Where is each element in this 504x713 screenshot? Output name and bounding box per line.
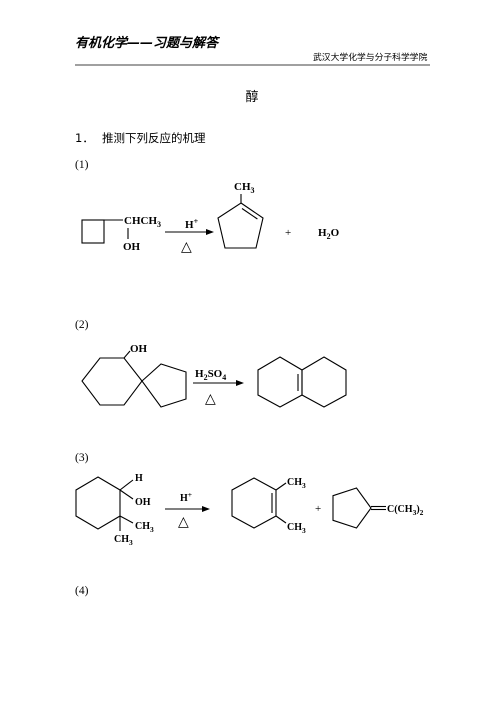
reagent-label: H+ — [180, 490, 192, 504]
hydroxyl-bond — [123, 350, 131, 359]
reaction-4-label: (4) — [75, 585, 89, 597]
cyclohexane-ring — [81, 357, 143, 406]
water-label: H2O — [318, 227, 340, 241]
side-chain-main: CHCH — [124, 215, 157, 227]
plus-sign: + — [315, 503, 321, 515]
page-title: 醇 — [245, 89, 258, 105]
water-h: H — [318, 227, 327, 239]
group-paren: ) — [416, 504, 419, 515]
hydroxyl-label: OH — [135, 497, 151, 508]
reagent-subscript-4: 4 — [222, 373, 226, 382]
cyclohexene-ring — [231, 477, 277, 529]
hydroxyl-label: OH — [130, 343, 148, 355]
heat-icon: △ — [181, 239, 192, 255]
methyl-main: CH — [234, 181, 251, 193]
hydrogen-label: H — [135, 473, 143, 484]
reaction-1-reactant: CHCH3 OH — [81, 215, 161, 253]
methyl-b-main: CH — [287, 522, 302, 533]
reaction-2-label: (2) — [75, 319, 89, 331]
side-chain-label: CHCH3 — [124, 215, 161, 229]
methyl-a-main: CH — [135, 521, 150, 532]
methyl-bond-a — [275, 482, 287, 491]
methyl-b-subscript: 3 — [129, 538, 133, 547]
reaction-1: (1) CHCH3 OH H+ △ CH3 + H2O — [75, 159, 340, 255]
institution-name: 武汉大学化学与分子科学学院 — [313, 51, 428, 63]
reaction-3-label: (3) — [75, 452, 89, 464]
methyl-b-main: CH — [114, 534, 129, 545]
reaction-arrow-head — [236, 380, 244, 386]
methyl-label-a: CH3 — [287, 477, 306, 490]
reagent-h: H — [195, 368, 204, 380]
methyl-a-subscript: 3 — [150, 525, 154, 534]
cyclohexane-ring — [75, 476, 121, 530]
reaction-3-reactant: H OH CH3 CH3 — [75, 473, 154, 547]
heat-icon: △ — [178, 514, 189, 530]
hydrogen-bond — [119, 479, 134, 491]
book-title: 有机化学——习题与解答 — [75, 35, 220, 51]
reagent-superscript: + — [194, 217, 199, 226]
reaction-2-reactant: OH — [81, 343, 187, 408]
isopropylidene-label: C(CH3)2 — [387, 504, 424, 517]
reaction-3-product-2: C(CH3)2 — [332, 487, 424, 529]
reaction-3-arrow: H+ △ — [165, 490, 210, 530]
page-header: 有机化学——习题与解答 武汉大学化学与分子科学学院 — [75, 35, 430, 66]
methyl-label-a: CH3 — [135, 521, 154, 534]
reagent-label: H+ — [185, 217, 199, 231]
methyl-bond-a — [119, 515, 134, 524]
reaction-arrow-head — [206, 229, 214, 235]
reaction-3: (3) H OH CH3 CH3 H+ △ CH3 CH3 + — [75, 452, 424, 547]
reagent-subscript-2: 2 — [204, 373, 208, 382]
reaction-2: (2) OH H2SO4 △ — [75, 319, 347, 408]
group-subscript-3: 3 — [413, 508, 417, 517]
cyclobutane-ring — [81, 219, 105, 244]
methyl-label-b: CH3 — [114, 534, 133, 547]
reaction-3-product-1: CH3 CH3 — [231, 477, 306, 535]
water-subscript: 2 — [327, 232, 331, 241]
methyl-bond-b — [275, 515, 287, 524]
plus-sign: + — [285, 227, 291, 239]
reagent-so: SO — [208, 368, 223, 380]
ring-double-bond — [241, 208, 258, 220]
reagent-main: H — [185, 219, 194, 231]
methyl-b-subscript: 3 — [302, 526, 306, 535]
cyclopentene-ring — [217, 202, 264, 249]
side-chain-subscript: 3 — [157, 220, 161, 229]
methyl-label: CH3 — [234, 181, 255, 195]
question-text: 推测下列反应的机理 — [102, 131, 206, 145]
right-hexane-ring — [301, 356, 347, 408]
methyl-a-subscript: 3 — [302, 481, 306, 490]
hydroxyl-label: OH — [123, 241, 141, 253]
reaction-1-product: CH3 — [217, 181, 264, 249]
methyl-a-main: CH — [287, 477, 302, 488]
cyclopentane-ring — [141, 363, 187, 408]
reagent-superscript: + — [188, 490, 192, 499]
question-number: 1． — [75, 131, 94, 145]
reagent-main: H — [180, 493, 188, 504]
heat-icon: △ — [205, 391, 216, 407]
methyl-label-b: CH3 — [287, 522, 306, 535]
methyl-subscript: 3 — [251, 186, 255, 195]
reagent-label: H2SO4 — [195, 368, 226, 382]
group-main: C(CH — [387, 504, 413, 515]
reaction-1-arrow: H+ △ — [165, 217, 214, 255]
reaction-2-product — [257, 356, 347, 408]
hydroxyl-bond — [119, 489, 134, 500]
water-o: O — [331, 227, 340, 239]
reaction-1-label: (1) — [75, 159, 89, 171]
left-hexane-ring — [257, 356, 303, 408]
reaction-arrow-head — [202, 506, 210, 512]
cyclopentane-ring — [332, 487, 372, 529]
group-subscript-2: 2 — [420, 508, 424, 517]
reaction-2-arrow: H2SO4 △ — [193, 368, 244, 407]
